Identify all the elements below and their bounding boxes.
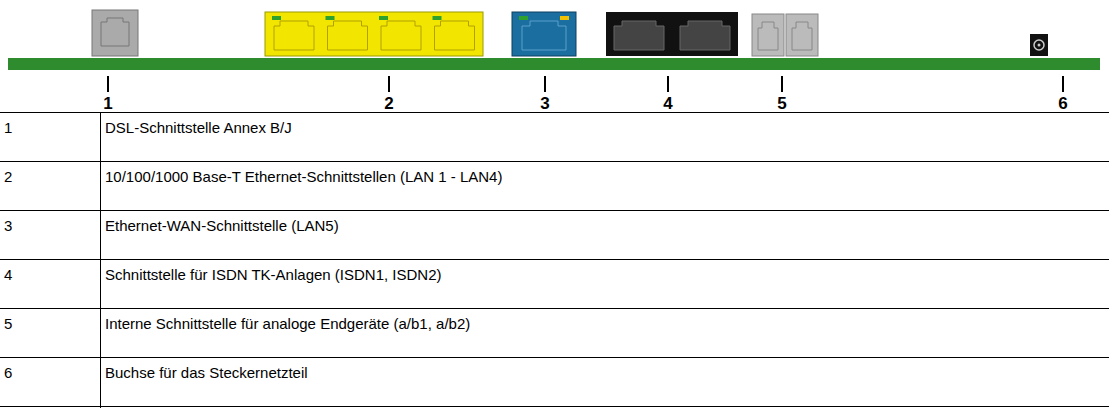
lan-ports	[265, 12, 483, 56]
table-cell: 6	[4, 364, 12, 381]
callout-number: 3	[540, 94, 549, 114]
power-jack	[1030, 34, 1048, 56]
callout-number: 5	[777, 94, 786, 114]
table-cell: Interne Schnittstelle für analoge Endger…	[105, 315, 470, 332]
callout-number: 6	[1058, 94, 1067, 114]
callout-number: 2	[384, 94, 393, 114]
table-cell: Ethernet-WAN-Schnittstelle (LAN5)	[105, 217, 339, 234]
isdn-ports	[606, 12, 738, 56]
analog-ports	[752, 14, 818, 56]
table-cell: 3	[4, 217, 12, 234]
wan-port	[512, 12, 576, 56]
table-cell: DSL-Schnittstelle Annex B/J	[105, 119, 292, 136]
callout-number: 4	[663, 94, 672, 114]
table-cell: 2	[4, 168, 12, 185]
table-cell: 1	[4, 119, 12, 136]
table-cell: Buchse für das Steckernetzteil	[105, 364, 308, 381]
leader-lines	[108, 76, 1063, 92]
table-cell: Schnittstelle für ISDN TK-Anlagen (ISDN1…	[105, 266, 442, 283]
table-cell: 5	[4, 315, 12, 332]
callout-number: 1	[103, 94, 112, 114]
dsl-port	[92, 10, 138, 56]
table-cell: 4	[4, 266, 12, 283]
table-cell: 10/100/1000 Base-T Ethernet-Schnittstell…	[105, 168, 502, 185]
circuit-board	[8, 58, 1100, 70]
table-grid	[0, 112, 1109, 408]
